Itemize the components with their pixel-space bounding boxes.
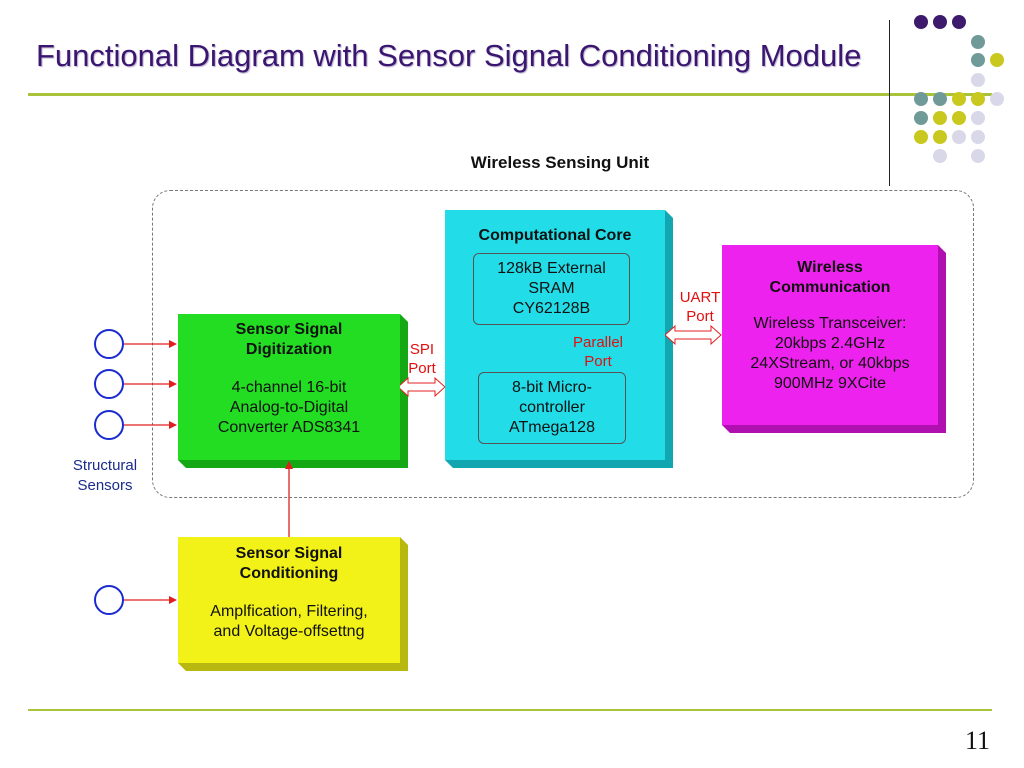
spi-label-1: SPI — [409, 341, 435, 358]
parallel-port-label: Parallel Port — [562, 333, 634, 371]
sensor-circle-4 — [94, 585, 124, 615]
uart-double-arrow — [664, 324, 722, 346]
wireless-line-1: Wireless Transceiver: — [753, 315, 907, 332]
wireless-title-2: Communication — [769, 279, 891, 296]
slide-title: Functional Diagram with Sensor Signal Co… — [36, 38, 862, 73]
digitization-line-2: Analog-to-Digital — [229, 399, 349, 416]
structural-sensors-label: Structural Sensors — [55, 456, 155, 496]
wireless-line-3: 24XStream, or 40kbps — [750, 355, 910, 372]
uart-label-2: Port — [686, 308, 714, 325]
mcu-line-3: ATmega128 — [509, 419, 595, 436]
uart-port-label: UART Port — [672, 288, 728, 326]
sensor-circle-1 — [94, 329, 124, 359]
conditioning-title-2: Conditioning — [239, 565, 339, 582]
spi-label-2: Port — [408, 360, 436, 377]
sensors-label-1: Structural — [72, 457, 138, 474]
conditioning-line-2: and Voltage-offsettng — [213, 623, 365, 640]
digitization-line-3: Converter ADS8341 — [217, 419, 361, 436]
digitization-box: Sensor Signal Digitization 4-channel 16-… — [178, 314, 400, 460]
parallel-label-1: Parallel — [572, 334, 624, 351]
sram-line-2: SRAM — [528, 280, 575, 297]
sensors-label-2: Sensors — [77, 477, 133, 494]
footer-rule — [28, 709, 992, 711]
decor-vertical-line — [889, 20, 890, 186]
spi-double-arrow — [397, 376, 446, 398]
wireless-title-1: Wireless — [797, 259, 863, 276]
spi-port-label: SPI Port — [402, 340, 442, 378]
wireless-line-4: 900MHz 9XCite — [773, 375, 887, 392]
wireless-line-2: 20kbps 2.4GHz — [774, 335, 886, 352]
conditioning-title-1: Sensor Signal — [235, 545, 343, 562]
core-title: Computational Core — [478, 227, 632, 244]
sensor-circle-3 — [94, 410, 124, 440]
digitization-line-1: 4-channel 16-bit — [231, 379, 347, 396]
sram-box: 128kB External SRAM CY62128B — [473, 253, 630, 325]
digitization-title-1: Sensor Signal — [235, 321, 343, 338]
computational-core-box: Computational Core — [445, 210, 665, 460]
title-rule — [28, 93, 992, 96]
digitization-title-2: Digitization — [245, 341, 333, 358]
uart-label-1: UART — [679, 289, 721, 306]
microcontroller-box: 8-bit Micro- controller ATmega128 — [478, 372, 626, 444]
sram-line-1: 128kB External — [497, 260, 606, 277]
mcu-line-1: 8-bit Micro- — [511, 379, 592, 396]
parallel-label-2: Port — [584, 353, 612, 370]
page-number: 11 — [964, 726, 990, 755]
mcu-line-2: controller — [519, 399, 585, 416]
sram-line-3: CY62128B — [512, 300, 591, 317]
conditioning-line-1: Amplfication, Filtering, — [210, 603, 368, 620]
wireless-communication-box: Wireless Communication Wireless Transcei… — [722, 245, 938, 425]
conditioning-box: Sensor Signal Conditioning Amplfication,… — [178, 537, 400, 663]
sensor-circle-2 — [94, 369, 124, 399]
unit-title: Wireless Sensing Unit — [470, 153, 650, 172]
